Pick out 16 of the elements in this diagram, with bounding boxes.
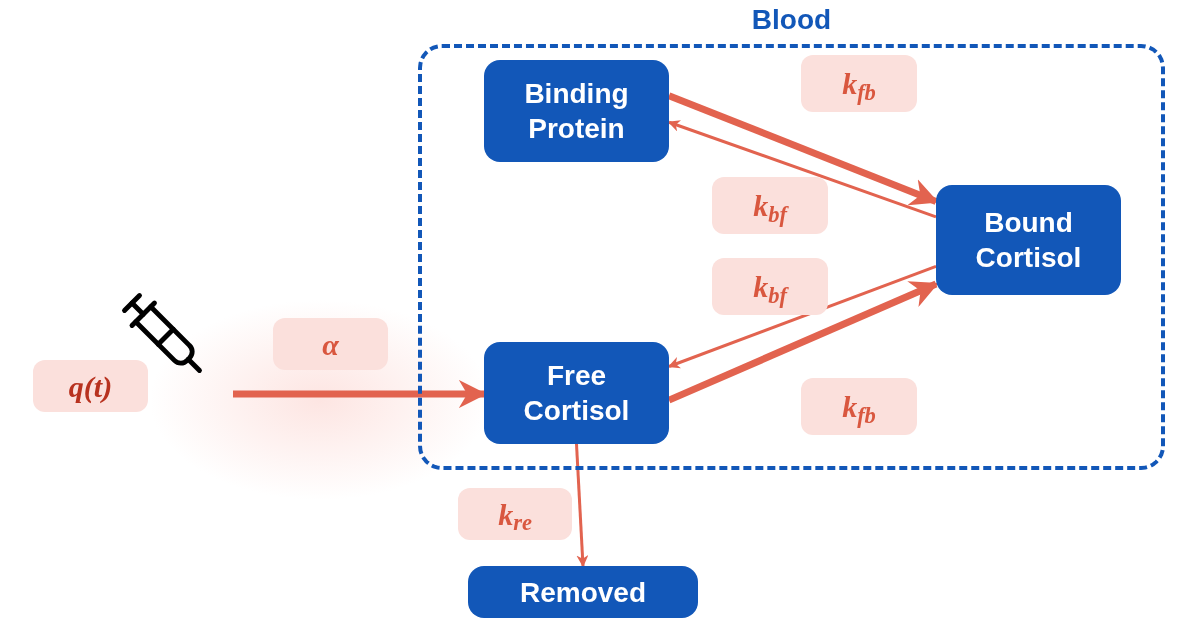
- input-label: q(t): [33, 360, 148, 412]
- process-box: Removed: [468, 566, 698, 618]
- arrow: [667, 280, 939, 404]
- arrow: [575, 443, 589, 568]
- edge-label: k$_{fb}$: [801, 55, 917, 112]
- arrow: [667, 265, 937, 369]
- region-title: Blood: [750, 6, 833, 34]
- edge-label: k$_{re}$: [458, 488, 572, 540]
- process-box: Free Cortisol: [484, 342, 669, 444]
- process-box: Bound Cortisol: [936, 185, 1121, 295]
- edge-label: k$_{fb}$: [801, 378, 917, 435]
- edge-label: α: [273, 318, 388, 370]
- arrow: [667, 120, 937, 219]
- edge-label: k$_{bf}$: [712, 258, 828, 315]
- process-box: Binding Protein: [484, 60, 669, 162]
- edge-label: k$_{bf}$: [712, 177, 828, 234]
